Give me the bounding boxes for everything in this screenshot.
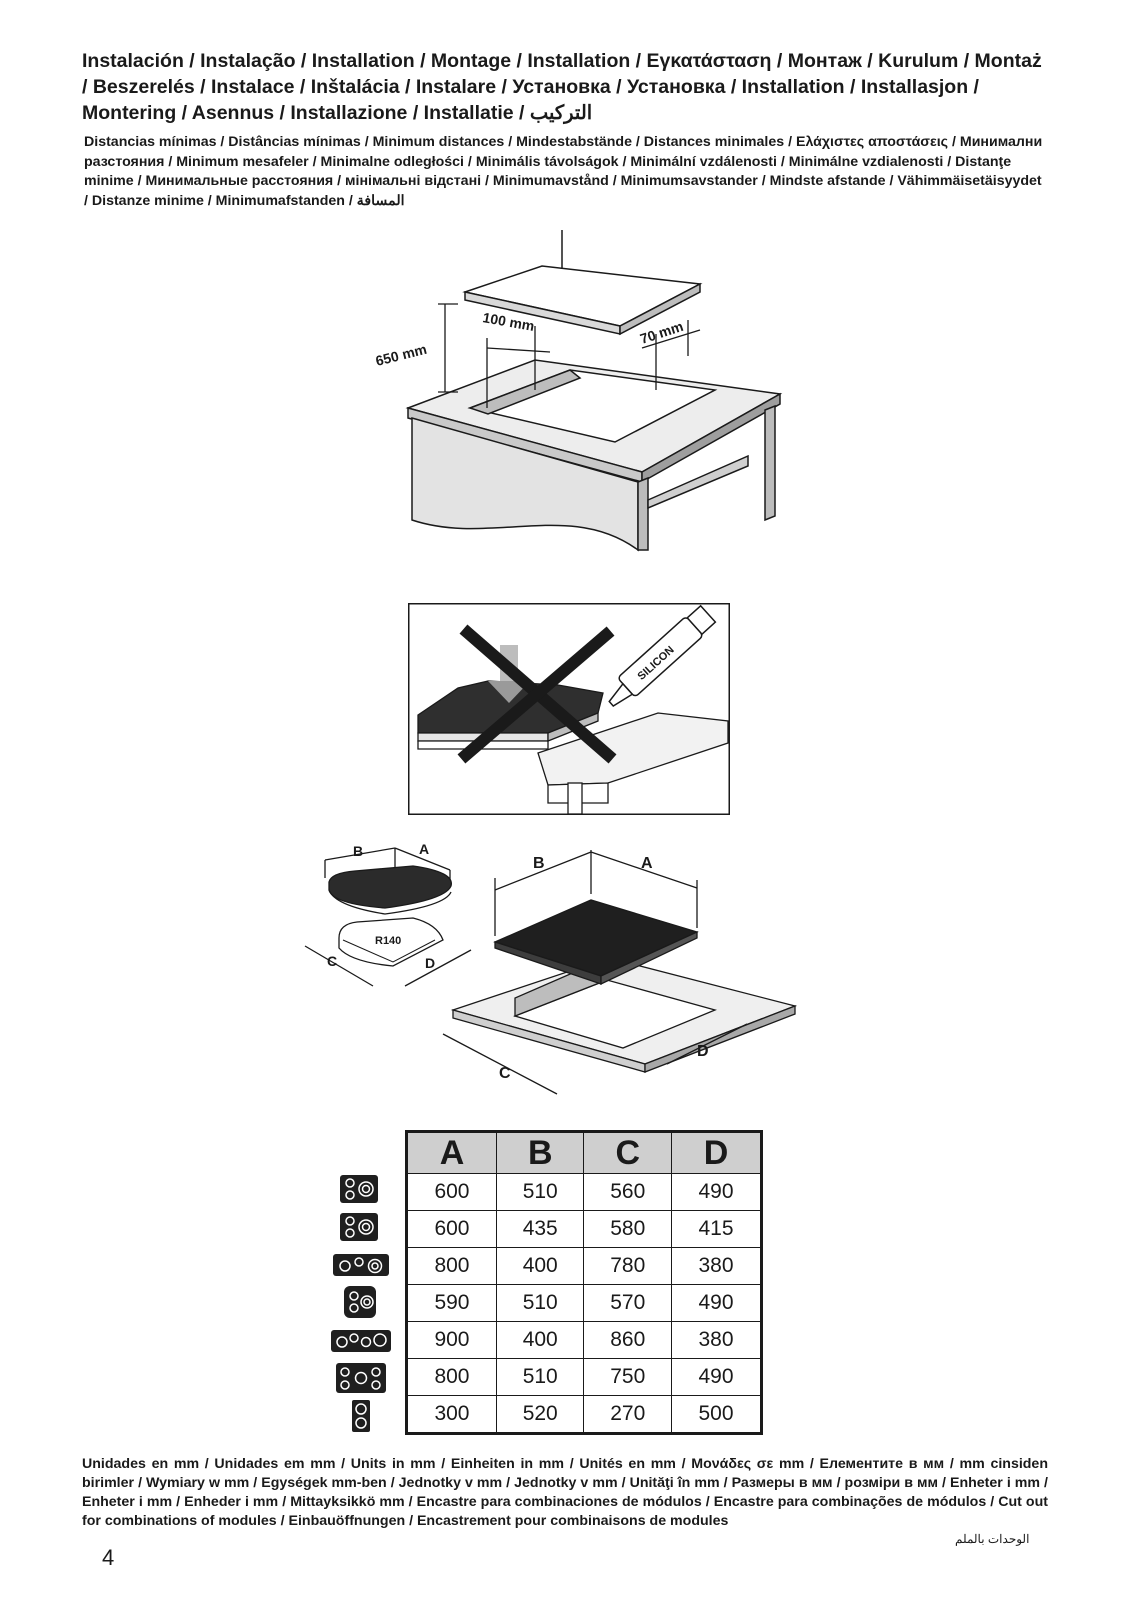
column-header-d: D — [671, 1131, 762, 1174]
table-cell: 500 — [671, 1395, 762, 1434]
column-header-a: A — [406, 1131, 497, 1174]
three-burner-cooktop-icon — [333, 1254, 389, 1276]
table-row: 600 435 580 415 — [406, 1210, 762, 1248]
cut-out-dimensions-table: A B C D 600 510 560 490 600 435 580 415 … — [405, 1130, 763, 1435]
minimum-distances-diagram: 650 mm 100 mm 70 mm — [374, 230, 783, 552]
table-row: 800 400 780 380 — [406, 1247, 762, 1285]
table-cell: 580 — [583, 1210, 673, 1248]
four-burner-cooktop-icon — [331, 1330, 391, 1352]
two-burner-cooktop-icon — [340, 1213, 378, 1241]
table-row: 300 520 270 500 — [406, 1395, 762, 1434]
table-cell: 300 — [406, 1395, 497, 1434]
table-cell: 780 — [583, 1247, 673, 1285]
units-footnote: Unidades en mm / Unidades em mm / Units … — [82, 1456, 1048, 1529]
table-cell: 520 — [495, 1395, 585, 1434]
domino-cooktop-icon — [352, 1400, 370, 1432]
table-cell: 435 — [495, 1210, 585, 1248]
table-row: 600 510 560 490 — [406, 1173, 762, 1211]
page-subtitle: Distancias mínimas / Distâncias mínimas … — [84, 134, 1043, 209]
two-burner-cooktop-icon — [344, 1286, 376, 1318]
table-cell: 415 — [671, 1210, 762, 1248]
table-cell: 510 — [495, 1284, 585, 1322]
label-c: C — [499, 1065, 511, 1082]
table-cell: 400 — [495, 1247, 585, 1285]
table-header-row: A B C D — [406, 1131, 762, 1174]
five-burner-cooktop-icon — [336, 1363, 386, 1393]
table-cell: 750 — [583, 1358, 673, 1396]
table-cell: 860 — [583, 1321, 673, 1359]
table-row: 800 510 750 490 — [406, 1358, 762, 1396]
label-b: B — [533, 855, 545, 872]
cut-out-diagram: R140 B A C D B A C D — [304, 841, 798, 1095]
label-d: D — [697, 1043, 709, 1060]
page-number: 4 — [102, 1545, 115, 1570]
column-header-c: C — [583, 1131, 673, 1174]
units-footnote-arabic: الوحدات بالملم — [955, 1532, 1030, 1546]
radius-label: R140 — [375, 935, 401, 947]
dim-height-label: 650 mm — [374, 341, 428, 369]
table-cell: 510 — [495, 1358, 585, 1396]
table-cell: 560 — [583, 1173, 673, 1211]
small-label-b: B — [353, 843, 363, 859]
no-silicone-diagram: SILICON — [408, 603, 730, 815]
table-cell: 400 — [495, 1321, 585, 1359]
table-cell: 600 — [406, 1210, 497, 1248]
table-cell: 510 — [495, 1173, 585, 1211]
table-cell: 900 — [406, 1321, 497, 1359]
table-cell: 490 — [671, 1358, 762, 1396]
table-cell: 800 — [406, 1247, 497, 1285]
table-cell: 490 — [671, 1173, 762, 1211]
table-cell: 380 — [671, 1247, 762, 1285]
column-header-b: B — [495, 1131, 585, 1174]
small-label-c: C — [327, 953, 337, 969]
table-row: 590 510 570 490 — [406, 1284, 762, 1322]
two-burner-cooktop-icon — [340, 1175, 378, 1203]
table-cell: 380 — [671, 1321, 762, 1359]
table-cell: 570 — [583, 1284, 673, 1322]
page-title: Instalación / Instalação / Installation … — [82, 50, 1042, 124]
table-cell: 490 — [671, 1284, 762, 1322]
table-cell: 590 — [406, 1284, 497, 1322]
small-label-d: D — [425, 955, 435, 971]
label-a: A — [641, 855, 653, 872]
table-cell: 270 — [583, 1395, 673, 1434]
table-cell: 600 — [406, 1173, 497, 1211]
table-row: 900 400 860 380 — [406, 1321, 762, 1359]
table-cell: 800 — [406, 1358, 497, 1396]
small-label-a: A — [419, 841, 429, 857]
